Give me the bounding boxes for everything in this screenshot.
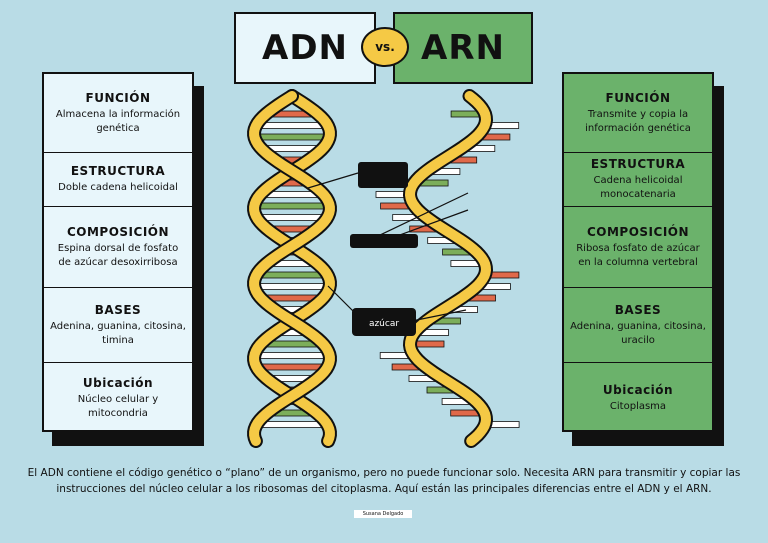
author-credit: Susana Delgado	[354, 510, 412, 518]
dna-strand-2	[249, 91, 335, 446]
rna-strand	[404, 91, 492, 446]
vs-label: vs.	[375, 40, 395, 54]
section-text: Cadena helicoidal monocatenaria	[593, 175, 683, 200]
section-text: Adenina, guanina, citosina, uracilo	[570, 320, 706, 346]
dna-structure-section: ESTRUCTURA Doble cadena helicoidal	[44, 153, 192, 207]
rna-info-panel: FUNCIÓN Transmite y copia la información…	[562, 72, 724, 446]
dna-base-pair	[253, 133, 330, 141]
dna-composition-section: COMPOSICIÓN Espina dorsal de fosfato de …	[44, 207, 192, 288]
section-heading: FUNCIÓN	[85, 90, 151, 105]
dna-base-pair	[253, 352, 331, 359]
dna-location-section: Ubicación Núcleo celular y mitocondria	[44, 363, 192, 434]
section-heading: Ubicación	[602, 383, 674, 397]
section-heading: BASES	[614, 302, 662, 317]
section-text: Transmite y copia la información genétic…	[585, 108, 691, 134]
section-heading: COMPOSICIÓN	[586, 224, 690, 239]
dna-title: ADN	[262, 28, 348, 68]
section-heading: FUNCIÓN	[605, 90, 671, 105]
dna-base-pair	[253, 283, 331, 290]
dna-function-section: FUNCIÓN Almacena la información genética	[44, 74, 192, 153]
diagram-label-2	[350, 234, 418, 248]
dna-rna-helix-illustration: azúcar	[247, 89, 520, 448]
section-text: Citoplasma	[609, 401, 667, 412]
rna-function-section: FUNCIÓN Transmite y copia la información…	[564, 74, 712, 153]
rna-structure-section: ESTRUCTURA Cadena helicoidal monocatenar…	[564, 153, 712, 207]
diagram-label-sugar: azúcar	[352, 308, 416, 336]
dna-base-pair	[253, 202, 331, 210]
dna-base-pair	[255, 363, 328, 371]
diagram-label-1	[358, 162, 408, 188]
rna-panel-card: FUNCIÓN Transmite y copia la información…	[562, 72, 714, 432]
dna-title-box: ADN	[234, 12, 376, 84]
description-text: El ADN contiene el código genético o “pl…	[27, 467, 741, 495]
rna-title-box: ARN	[393, 12, 533, 84]
rna-bases-section: BASES Adenina, guanina, citosina, uracil…	[564, 288, 712, 363]
rna-title: ARN	[421, 28, 505, 68]
section-text: Núcleo celular y mitocondria	[77, 394, 159, 419]
section-heading: Ubicación	[82, 376, 154, 390]
dna-base-pair	[255, 271, 328, 279]
section-heading: COMPOSICIÓN	[66, 224, 170, 239]
section-text: Adenina, guanina, citosina, timina	[50, 320, 186, 346]
dna-bases-section: BASES Adenina, guanina, citosina, timina	[44, 288, 192, 363]
rna-composition-section: COMPOSICIÓN Ribosa fosfato de azúcar en …	[564, 207, 712, 288]
dna-panel-card: FUNCIÓN Almacena la información genética…	[42, 72, 194, 432]
section-text: Espina dorsal de fosfato de azúcar desox…	[57, 242, 179, 268]
section-heading: ESTRUCTURA	[70, 164, 166, 178]
section-heading: BASES	[94, 302, 142, 317]
backbone-strands	[247, 89, 494, 448]
dna-info-panel: FUNCIÓN Almacena la información genética…	[42, 72, 204, 446]
dna-base-pair	[255, 122, 329, 129]
section-text: Almacena la información genética	[55, 108, 181, 134]
section-text: Doble cadena helicoidal	[58, 182, 178, 193]
rna-location-section: Ubicación Citoplasma	[564, 363, 712, 434]
rna-bases	[375, 110, 520, 428]
dna-strand-1	[249, 91, 335, 446]
section-heading: ESTRUCTURA	[590, 157, 686, 171]
diagram-label-sugar-text: azúcar	[369, 319, 399, 329]
vs-badge: vs.	[361, 27, 409, 67]
section-text: Ribosa fosfato de azúcar en la columna v…	[576, 242, 700, 268]
